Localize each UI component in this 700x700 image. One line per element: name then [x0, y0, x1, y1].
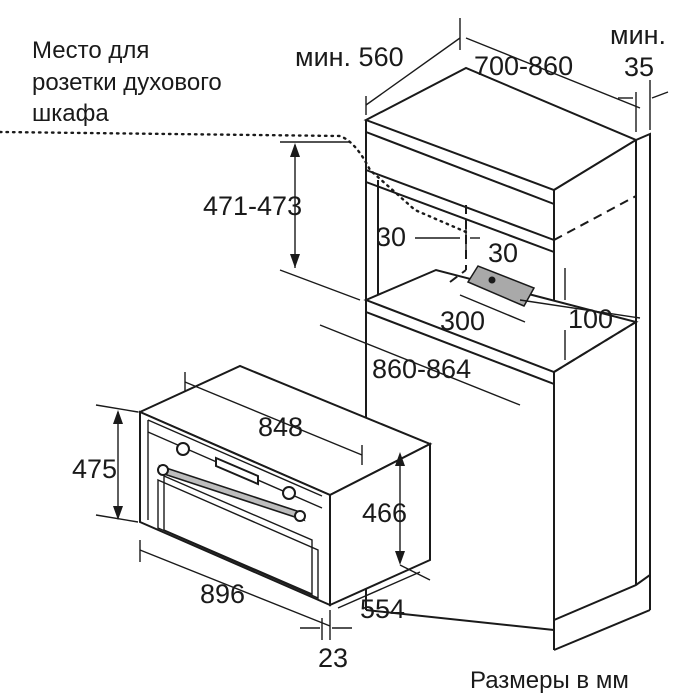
- panel-thickness-label: 23: [318, 643, 348, 673]
- oven-front-panel: [139, 410, 331, 607]
- oven-knob-left: [176, 442, 190, 456]
- socket-point: [488, 276, 496, 284]
- oven-depth-dimension-line: [337, 571, 421, 609]
- socket-left-label: 30: [376, 222, 406, 252]
- min-gap-value: 35: [624, 52, 654, 82]
- oven-front-width-dimension-line: [139, 549, 331, 627]
- hidden-edge-1: [553, 195, 637, 241]
- arrow: [290, 143, 300, 157]
- socket-height-bottom-ext: [279, 269, 361, 301]
- oven: [137, 364, 433, 607]
- hidden-edge-4: [449, 269, 467, 283]
- cabinet-base-front: [365, 609, 555, 631]
- cabinet-top-front-edge: [365, 131, 555, 205]
- socket-width-label: 300: [440, 306, 485, 336]
- socket-offset-ext: [519, 299, 641, 319]
- oven-body-height-label: 466: [362, 498, 407, 528]
- dimension-lines: [0, 18, 669, 640]
- oven-height-bottom-ext: [95, 514, 139, 523]
- arrow: [395, 551, 405, 565]
- oven-front-width-label: 896: [200, 579, 245, 609]
- hidden-edge-2: [553, 321, 637, 373]
- oven-handle-end-right: [294, 510, 306, 522]
- oven-door-window: [163, 474, 313, 596]
- cabinet-depth-dimension-line: [465, 37, 641, 109]
- labels: Место для розетки духового шкафа мин. 56…: [32, 20, 666, 694]
- socket-offset-label: 100: [568, 304, 613, 334]
- oven-depth-label: 554: [360, 594, 405, 624]
- oven-display: [215, 456, 259, 486]
- socket-right-label: 30: [488, 238, 518, 268]
- socket-note-line2: розетки духового: [32, 69, 222, 96]
- oven-knob-right: [282, 486, 296, 500]
- arrow: [290, 254, 300, 268]
- oven-door-outline: [157, 478, 319, 600]
- oven-width-label: 848: [258, 412, 303, 442]
- niche-width-dimension-line: [319, 324, 521, 406]
- cabinet: [363, 66, 651, 651]
- socket-note-line3: шкафа: [32, 100, 109, 127]
- oven-height-top-ext: [95, 404, 139, 413]
- oven-width-dimension-line: [184, 381, 363, 456]
- niche-floor-front: [365, 311, 555, 385]
- min-depth-dimension-line: [365, 37, 461, 106]
- units-note: Размеры в мм: [470, 667, 629, 694]
- arrow: [113, 410, 123, 424]
- socket-note-line1: Место для: [32, 37, 149, 64]
- niche-width-label: 860-864: [372, 354, 471, 384]
- oven-height-label: 475: [72, 454, 117, 484]
- gap-arrow-right: [651, 91, 669, 99]
- oven-body-height-ext: [399, 564, 431, 581]
- cabinet-depth-label: 700-860: [474, 51, 573, 81]
- oven-handle-end-left: [157, 464, 169, 476]
- upper-shelf-front: [365, 169, 555, 241]
- plinth-bottom: [553, 609, 651, 651]
- min-depth-label: мин. 560: [295, 42, 404, 72]
- socket-width-dimension-line: [459, 294, 526, 323]
- socket-area: [466, 265, 536, 307]
- oven-front-inner-top: [147, 419, 323, 497]
- arrow: [395, 452, 405, 466]
- socket-height-label: 471-473: [203, 191, 302, 221]
- min-gap-label: мин.: [610, 20, 666, 50]
- arrow: [113, 506, 123, 520]
